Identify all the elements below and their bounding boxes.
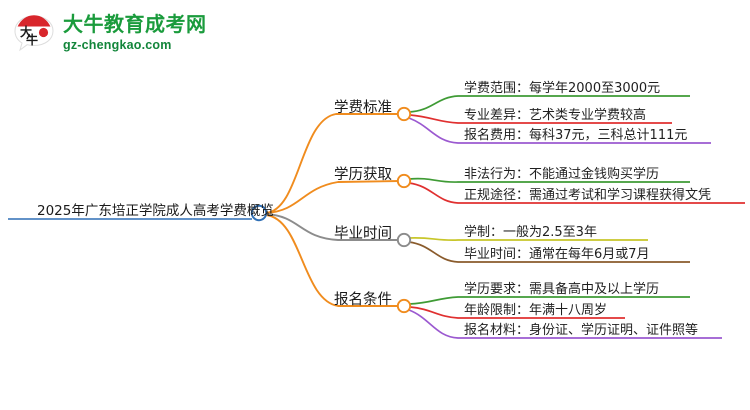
- leaf-connector-3-0: [408, 296, 690, 305]
- leaf-connector-1-1: [408, 182, 745, 204]
- leaf-label-2-1[interactable]: 毕业时间：通常在每年6月或7月: [464, 247, 650, 262]
- trunk-connector-1: [265, 180, 401, 214]
- speech-bubble-logo-icon: 大 牛: [12, 12, 56, 54]
- leaf-label-3-2[interactable]: 报名材料：身份证、学历证明、证件照等: [464, 323, 699, 338]
- leaf-connector-0-2: [408, 117, 711, 144]
- trunk-connector-2: [265, 213, 400, 241]
- brand-wordmark: 大牛教育成考网 gz-chengkao.com: [63, 14, 207, 52]
- branch-label-1[interactable]: 学历获取: [334, 167, 392, 183]
- branch-label-3[interactable]: 报名条件: [334, 292, 392, 308]
- svg-text:大: 大: [20, 24, 32, 39]
- leaf-label-0-0[interactable]: 学费范围：每学年2000至3000元: [464, 81, 661, 96]
- branch-node-1[interactable]: [396, 173, 412, 189]
- leaf-connector-3-2: [408, 309, 722, 339]
- leaf-label-0-2[interactable]: 报名费用：每科37元，三科总计111元: [464, 128, 688, 143]
- leaf-label-1-0[interactable]: 非法行为：不能通过金钱购买学历: [464, 167, 660, 182]
- root-label[interactable]: 2025年广东培正学院成人高考学费概览: [37, 203, 274, 219]
- leaf-label-3-1[interactable]: 年龄限制：年满十八周岁: [464, 303, 608, 318]
- leaf-connector-0-1: [409, 114, 672, 124]
- leaf-label-3-0[interactable]: 学历要求：需具备高中及以上学历: [464, 282, 660, 297]
- leaf-connector-1-0: [408, 177, 690, 183]
- brand-url: gz-chengkao.com: [63, 38, 172, 53]
- branch-label-0[interactable]: 学费标准: [334, 100, 392, 116]
- leaf-connector-2-1: [408, 241, 690, 263]
- leaf-connector-3-1: [409, 306, 625, 319]
- leaf-connector-0-0: [408, 95, 690, 113]
- svg-text:牛: 牛: [26, 32, 38, 47]
- leaf-connector-2-0: [408, 236, 648, 242]
- leaf-label-0-1[interactable]: 专业差异：艺术类专业学费较高: [464, 108, 647, 123]
- branch-label-2[interactable]: 毕业时间: [334, 226, 392, 242]
- trunk-connector-3: [265, 214, 400, 307]
- branch-node-0[interactable]: [396, 106, 412, 122]
- root-node[interactable]: [250, 204, 268, 222]
- brand-name: 大牛教育成考网: [63, 12, 207, 37]
- branch-node-2[interactable]: [396, 232, 412, 248]
- leaf-label-2-0[interactable]: 学制：一般为2.5至3年: [464, 225, 597, 240]
- trunk-connector-0: [265, 113, 400, 214]
- site-logo: 大 牛 大牛教育成考网 gz-chengkao.com: [12, 8, 232, 58]
- leaf-label-1-1[interactable]: 正规途径：需通过考试和学习课程获得文凭: [464, 188, 712, 203]
- branch-node-3[interactable]: [396, 298, 412, 314]
